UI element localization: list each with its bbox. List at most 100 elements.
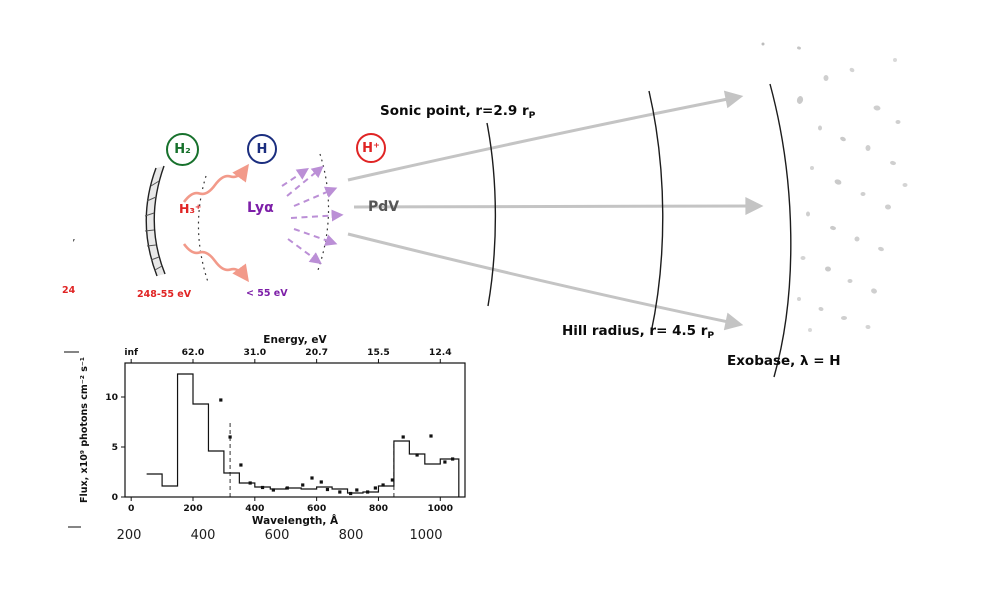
- scatter-point: [355, 488, 359, 492]
- exobase-arc: [769, 83, 792, 378]
- scatter-point: [319, 480, 323, 484]
- particle-speckle: [890, 160, 896, 166]
- ghost-x-tick: 200: [116, 528, 142, 543]
- particle-speckle: [893, 58, 897, 62]
- lya-arrow: [290, 209, 344, 222]
- particle-speckle: [796, 96, 804, 104]
- planet-limb: [144, 165, 166, 277]
- x-tick-label: 200: [183, 503, 202, 514]
- particle-speckle: [895, 120, 901, 124]
- dotted-arc-outer: [317, 153, 330, 271]
- scatter-point: [260, 485, 265, 490]
- scatter-point: [239, 463, 243, 467]
- scatter-point: [219, 398, 223, 402]
- particle-speckle: [865, 324, 871, 330]
- hill-radius-text: Hill radius, r= 4.5 r: [562, 323, 708, 339]
- cropped-red-label: 24: [62, 285, 76, 296]
- x-tick-label: 0: [128, 503, 134, 514]
- scatter-point: [401, 435, 405, 439]
- ghost-x-tick: 1000: [409, 528, 443, 543]
- y-tick-label: 10: [105, 392, 118, 403]
- scatter-point: [349, 491, 353, 496]
- hill-radius-label: Hill radius, r= 4.5 rP: [562, 323, 714, 340]
- scatter-point: [285, 486, 289, 490]
- wind-arrows: [347, 90, 764, 331]
- planet-limb-outer: [145, 167, 158, 277]
- shell-arcs: [486, 83, 792, 378]
- particle-speckle: [840, 136, 846, 142]
- energy-tick-label: 20.7: [305, 347, 328, 358]
- hard-band-label: 248-55 eV: [137, 289, 192, 300]
- x-tick-label: 1000: [427, 503, 453, 514]
- hplus-region-circle: H⁺: [356, 133, 386, 163]
- wind-arrow-top: [347, 90, 744, 182]
- plot-frame: [124, 362, 466, 498]
- particle-speckle: [834, 179, 842, 185]
- particle-speckle: [830, 225, 836, 231]
- particle-speckle: [849, 67, 855, 73]
- sonic-point-label: Sonic point, r=2.9 rP: [380, 103, 536, 121]
- particle-speckle: [818, 306, 824, 312]
- particle-speckle: [902, 183, 908, 187]
- particle-speckle: [873, 105, 881, 111]
- energy-tick-label: 15.5: [367, 347, 390, 358]
- energy-tick-label: inf: [124, 347, 139, 358]
- ghost-x-tick: 800: [338, 528, 364, 543]
- particle-speckle: [808, 328, 812, 332]
- scatter-point: [228, 435, 232, 439]
- h-region-circle: H: [247, 134, 277, 164]
- scatter-point: [390, 478, 394, 482]
- escaping-particles: [761, 42, 908, 332]
- x-tick-label: 400: [245, 503, 264, 514]
- particle-speckle: [818, 125, 822, 131]
- planet-limb-hatching: [144, 180, 163, 271]
- scatter-point: [248, 481, 252, 485]
- particle-speckle: [825, 266, 831, 272]
- pdv-label: PdV: [368, 199, 400, 215]
- y-tick-label: 0: [112, 492, 118, 503]
- scatter-point: [301, 483, 305, 487]
- h2-label: H₂: [174, 142, 191, 157]
- particle-speckle: [810, 166, 814, 170]
- flux-axis-title: Flux, x10⁹ photons cm⁻² s⁻¹: [79, 357, 90, 503]
- photon-arrow-upper: [182, 163, 249, 203]
- scatter-point: [338, 490, 342, 494]
- lya-arrow: [286, 165, 324, 197]
- particle-speckle: [797, 46, 801, 50]
- sonic-point-sub: P: [528, 110, 536, 121]
- ghost-x-tick: 600: [264, 528, 290, 543]
- particle-speckle: [860, 192, 866, 196]
- y-tick-label: 5: [112, 442, 118, 453]
- scatter-point: [443, 460, 447, 464]
- energy-tick-label: 31.0: [243, 347, 266, 358]
- energy-tick-label: 12.4: [429, 347, 452, 358]
- particle-speckle: [761, 42, 765, 46]
- particle-speckle: [885, 204, 891, 210]
- exobase-label: Exobase, λ = H: [727, 353, 841, 369]
- sonic-point-text: Sonic point, r=2.9 r: [380, 103, 529, 119]
- particle-speckle: [871, 288, 877, 294]
- scatter-point: [325, 487, 330, 492]
- x-tick-label: 600: [307, 503, 326, 514]
- lyalpha-label: Lyα: [247, 200, 274, 216]
- planet-limb-inner: [153, 165, 166, 275]
- particle-speckle: [847, 279, 853, 283]
- scatter-point: [381, 483, 385, 487]
- particle-speckle: [841, 316, 847, 320]
- stray-tick-mark: ’: [72, 237, 76, 250]
- particle-speckle: [806, 211, 810, 217]
- hplus-label: H⁺: [362, 140, 380, 156]
- wavelength-axis-title: Wavelength, Å: [252, 514, 339, 527]
- lya-arrow: [287, 238, 322, 265]
- particle-speckle: [800, 256, 806, 260]
- photon-arrows: [182, 163, 249, 283]
- planet-limb-band: [146, 166, 165, 276]
- photon-arrow-lower: [182, 243, 249, 283]
- scatter-point: [451, 457, 455, 461]
- scatter-point: [310, 476, 314, 480]
- hill-radius-arc: [648, 90, 664, 334]
- particle-speckle: [797, 297, 801, 301]
- wind-arrow-middle: [353, 197, 764, 216]
- wind-arrow-bottom: [347, 232, 744, 331]
